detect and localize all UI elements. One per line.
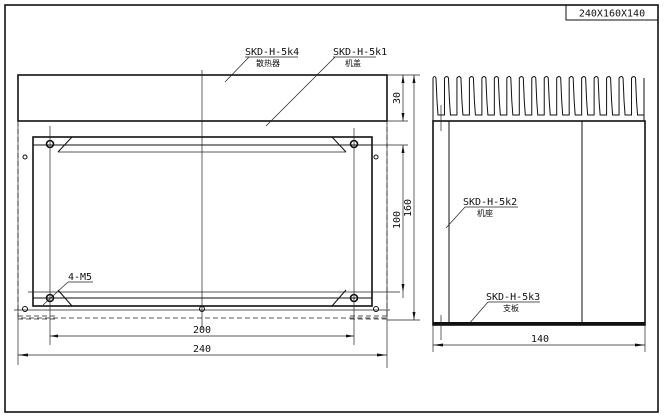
mounting-panel [32,136,373,307]
dim-text: 100 [392,211,403,229]
part-code: SKD-H-5k4 [245,47,299,58]
dimension-100: 100 [372,144,408,298]
dimension-30: 30 [387,74,420,122]
callout-base: SKD-H-5k2 机座 [445,197,518,229]
hole-note: 4-M5 [68,272,92,283]
part-name: 机盖 [345,58,361,68]
screw-icon [373,306,379,312]
title-block: 240X160X140 [565,4,659,21]
body-outline [17,121,388,319]
dimension-160: 160 [387,75,420,321]
callout-holes: 4-M5 [42,272,93,306]
size-label: 240X160X140 [579,9,645,20]
part-code: SKD-H-5k3 [486,292,540,303]
callout-cover: SKD-H-5k1 机盖 [265,47,387,127]
dim-text: 200 [193,325,211,336]
heatsink-outline [17,74,388,122]
mounting-holes [22,126,379,345]
dimension-140: 140 [432,325,646,352]
dim-text: 30 [392,92,403,104]
dim-text: 240 [193,344,211,355]
callout-heatsink: SKD-H-5k4 散热器 [224,47,299,83]
part-name: 机座 [477,208,493,218]
screw-icon [22,306,28,312]
dim-text: 160 [403,199,414,217]
screw-icon [22,154,28,160]
part-name: 散热器 [256,58,280,68]
drawing-border [4,4,659,413]
heatsink-fins [432,76,645,122]
dim-text: 140 [531,334,549,345]
front-view: SKD-H-5k4 散热器 SKD-H-5k1 机盖 4-M5 200 [14,47,420,368]
callout-support-plate: SKD-H-5k3 支板 [467,292,540,326]
dimension-240: 240 [17,124,388,368]
screw-icon [373,154,379,160]
part-code: SKD-H-5k1 [333,47,387,58]
side-view: SKD-H-5k2 机座 SKD-H-5k3 支板 140 [432,76,646,352]
dimension-200: 200 [50,325,354,338]
support-plate [433,322,645,325]
part-name: 支板 [503,303,519,313]
part-code: SKD-H-5k2 [463,197,517,208]
screw-icon [199,306,205,312]
